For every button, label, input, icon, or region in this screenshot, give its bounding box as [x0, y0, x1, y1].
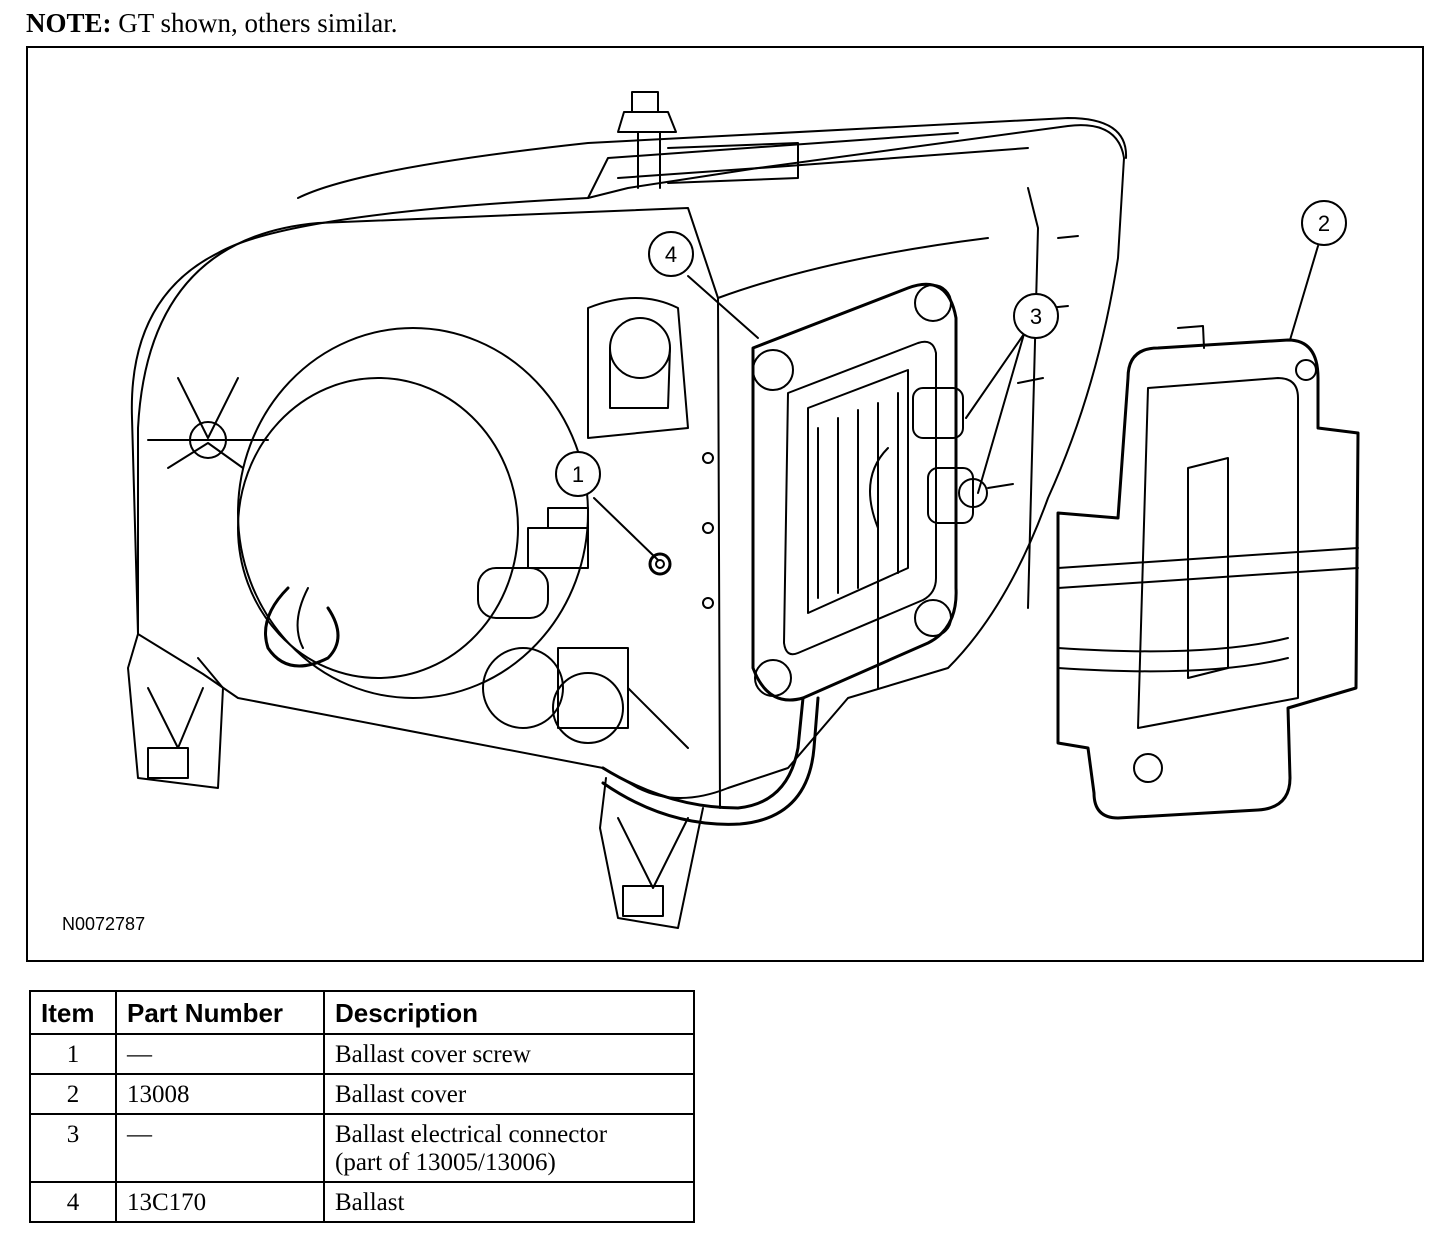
cell-description: Ballast electrical connector(part of 130…: [323, 1113, 695, 1183]
cell-part-number: —: [115, 1033, 325, 1075]
cell-item: 2: [29, 1073, 117, 1115]
note-text: GT shown, others similar.: [111, 8, 398, 38]
table-row: 2 13008 Ballast cover: [29, 1073, 695, 1115]
callout-1: [555, 451, 659, 561]
callout-label-3: 3: [1030, 304, 1042, 329]
cell-item: 4: [29, 1181, 117, 1223]
figure-id: N0072787: [62, 914, 146, 934]
headlamp-connector: [477, 567, 549, 619]
ballast-connector-upper: [912, 387, 964, 439]
headlamp-drawing: 1 2 3 4: [127, 91, 1360, 929]
cell-part-number: —: [115, 1113, 325, 1183]
callout-label-4: 4: [665, 242, 677, 267]
header-item: Item: [29, 990, 117, 1035]
headlamp-housing: [130, 124, 1125, 799]
cell-description: Ballast: [323, 1181, 695, 1223]
note-line: NOTE: GT shown, others similar.: [26, 8, 398, 39]
callout-label-2: 2: [1318, 211, 1330, 236]
ballast-connector-lower: [927, 467, 974, 524]
ballast-unit: [751, 282, 958, 702]
callout-2: [1289, 200, 1347, 341]
parts-table: Item Part Number Description 1 — Ballast…: [29, 990, 695, 1223]
table-row: 1 — Ballast cover screw: [29, 1033, 695, 1075]
table-header-row: Item Part Number Description: [29, 990, 695, 1035]
cell-part-number: 13C170: [115, 1181, 325, 1223]
callout-4: [648, 231, 759, 339]
cell-part-number: 13008: [115, 1073, 325, 1115]
cell-description-line1: Ballast electrical connector: [335, 1121, 608, 1148]
header-part-number: Part Number: [115, 990, 325, 1035]
cell-item: 3: [29, 1113, 117, 1183]
table-row: 3 — Ballast electrical connector(part of…: [29, 1113, 695, 1183]
header-description: Description: [323, 990, 695, 1035]
callout-label-1: 1: [572, 462, 584, 487]
callout-3: [965, 293, 1059, 494]
headlamp-illustration: 1 2 3 4 N0072787: [26, 46, 1424, 962]
cell-description: Ballast cover: [323, 1073, 695, 1115]
cell-description: Ballast cover screw: [323, 1033, 695, 1075]
ballast-cover-screw: [648, 552, 672, 576]
note-label: NOTE:: [26, 8, 112, 38]
top-bolt: [631, 91, 659, 113]
ballast-cover: [1056, 325, 1360, 820]
cell-item: 1: [29, 1033, 117, 1075]
table-row: 4 13C170 Ballast: [29, 1181, 695, 1223]
cell-description-line2: (part of 13005/13006): [335, 1149, 556, 1176]
